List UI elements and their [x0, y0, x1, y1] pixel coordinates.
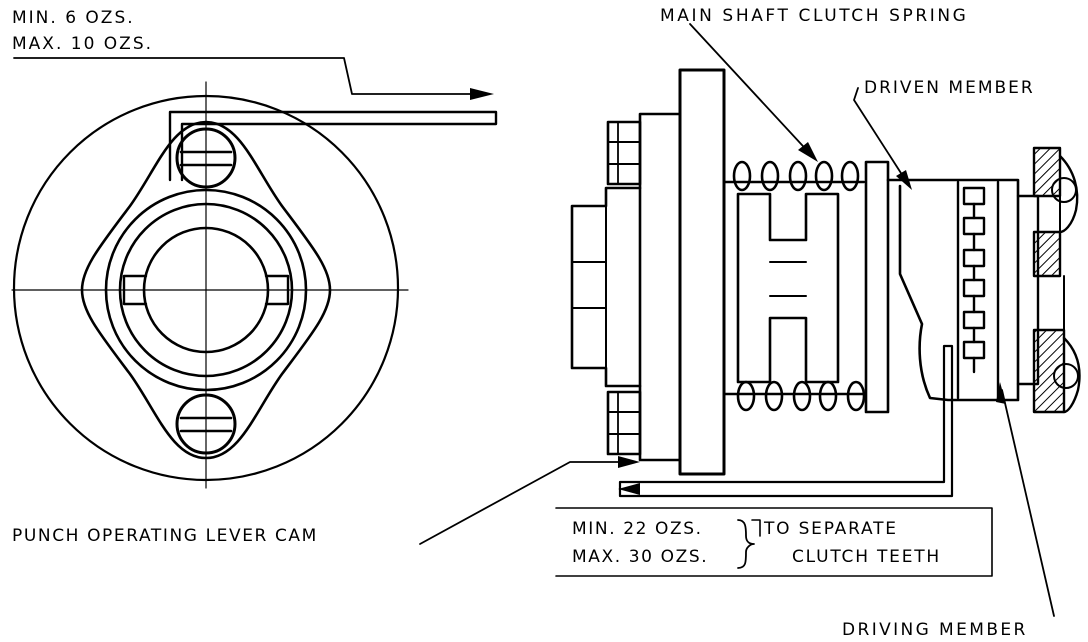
- cam-plate: [80, 120, 332, 460]
- clutch-teeth: [956, 180, 1000, 400]
- keyway-right: [264, 274, 290, 306]
- label-min-6-ozs: MIN. 6 OZS.: [12, 8, 135, 28]
- outer-disc: [12, 94, 400, 482]
- spring-coils-bottom: [736, 380, 866, 412]
- shaft-body: [722, 180, 866, 396]
- pull-arrowhead: [470, 88, 494, 100]
- label-driven-member: DRIVEN MEMBER: [864, 78, 1035, 98]
- mounting-plate: [638, 112, 682, 462]
- leader-lines: [419, 23, 1055, 617]
- spring-coils-top: [732, 160, 860, 192]
- top-screw: [175, 127, 237, 189]
- hub-ring-inner: [118, 202, 294, 378]
- hub-ring-outer: [104, 188, 308, 392]
- shaft-bore: [142, 226, 270, 354]
- label-min-22-ozs: MIN. 22 OZS.: [572, 519, 703, 539]
- bottom-screw: [175, 393, 237, 455]
- label-max-30-ozs: MAX. 30 OZS.: [572, 547, 709, 567]
- label-box: [555, 507, 993, 577]
- label-punch-operating-lever-cam: PUNCH OPERATING LEVER CAM: [12, 526, 318, 546]
- leader-driving-member: [1001, 389, 1055, 617]
- bottom-nut: [606, 390, 642, 456]
- scale-hook-right: [618, 344, 954, 498]
- label-to-separate: TO SEPARATE: [764, 519, 898, 539]
- cam-face-view: [11, 57, 498, 489]
- spring-scale-hook: [168, 110, 498, 182]
- leader-main-spring: [689, 23, 815, 159]
- label-main-shaft-clutch-spring: MAIN SHAFT CLUTCH SPRING: [660, 6, 969, 26]
- driving-member: [1016, 146, 1081, 414]
- driven-collar: [864, 160, 890, 414]
- leader-driven-member: [853, 87, 909, 185]
- cam-flange: [678, 68, 726, 476]
- clutch-side-view: [555, 68, 1081, 577]
- inner-clutch-profile: [736, 192, 840, 384]
- label-clutch-teeth: CLUTCH TEETH: [792, 547, 942, 567]
- driven-member-body: [886, 178, 1020, 402]
- label-max-10-ozs: MAX. 10 OZS.: [12, 34, 154, 54]
- pull-leader-line: [13, 57, 487, 95]
- keyway-left: [122, 274, 148, 306]
- label-driving-member: DRIVING MEMBER: [842, 620, 1028, 640]
- left-hub: [570, 186, 642, 388]
- top-nut: [606, 120, 642, 186]
- leader-punch-cam: [419, 461, 633, 545]
- pull-arrowhead-right: [618, 483, 640, 495]
- label-brace: [737, 519, 755, 569]
